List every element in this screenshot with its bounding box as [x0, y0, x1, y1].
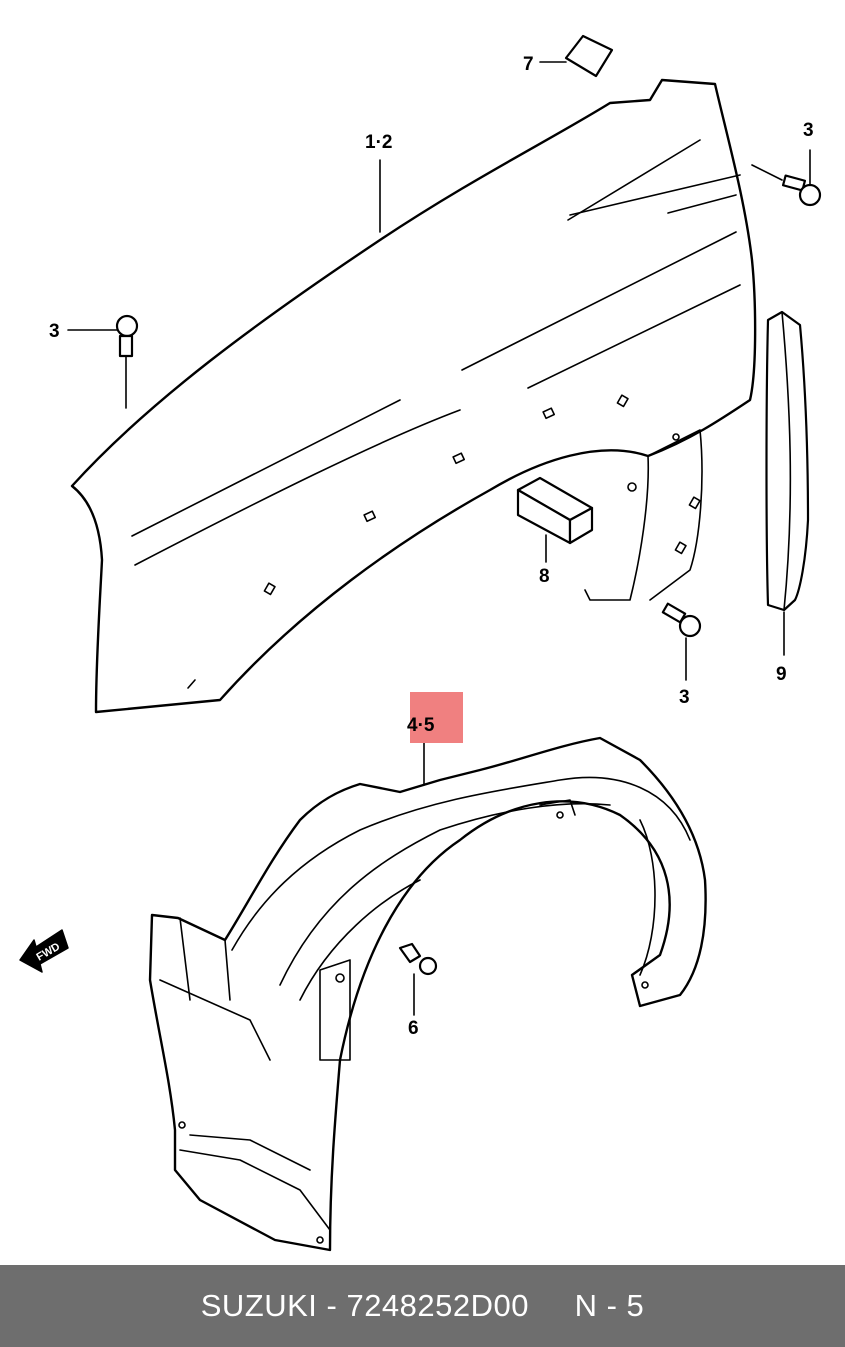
- callout-pad: 8: [539, 566, 550, 587]
- fender-liner: [148, 736, 707, 1252]
- highlight-box: [410, 692, 463, 743]
- callout-fender: 1·2: [365, 132, 392, 153]
- pad-part: [516, 476, 594, 563]
- bolt-top-right: [751, 149, 822, 207]
- clip-part: [398, 942, 438, 1016]
- cap-part: [539, 34, 614, 78]
- bolt-bottom: [661, 602, 702, 681]
- molding-strip: [765, 310, 810, 656]
- front-fender: [70, 78, 757, 714]
- footer-gap: [529, 1288, 575, 1323]
- callout-cap: 7: [523, 54, 534, 75]
- parts-diagram: FWD 1·2 7 3 3 8 3 9 4·5 6: [19, 34, 822, 1252]
- footer-page: N - 5: [574, 1288, 645, 1323]
- callout-bolt-left: 3: [49, 321, 60, 342]
- footer-text: SUZUKI - 7248252D00 N - 5: [201, 1288, 645, 1324]
- bolt-left: [67, 314, 139, 409]
- fwd-label: FWD: [35, 941, 63, 964]
- footer-separator: -: [317, 1288, 347, 1323]
- callout-bolt-top-right: 3: [803, 120, 814, 141]
- forward-arrow-icon: FWD: [19, 929, 69, 973]
- callout-liner: 4·5: [407, 715, 435, 736]
- footer-bar: SUZUKI - 7248252D00 N - 5: [0, 1265, 845, 1347]
- footer-brand: SUZUKI: [200, 1288, 318, 1323]
- footer-part-number: 7248252D00: [346, 1288, 530, 1323]
- callout-strip: 9: [776, 664, 787, 685]
- callout-clip: 6: [408, 1018, 419, 1039]
- callout-bolt-bottom: 3: [679, 687, 690, 708]
